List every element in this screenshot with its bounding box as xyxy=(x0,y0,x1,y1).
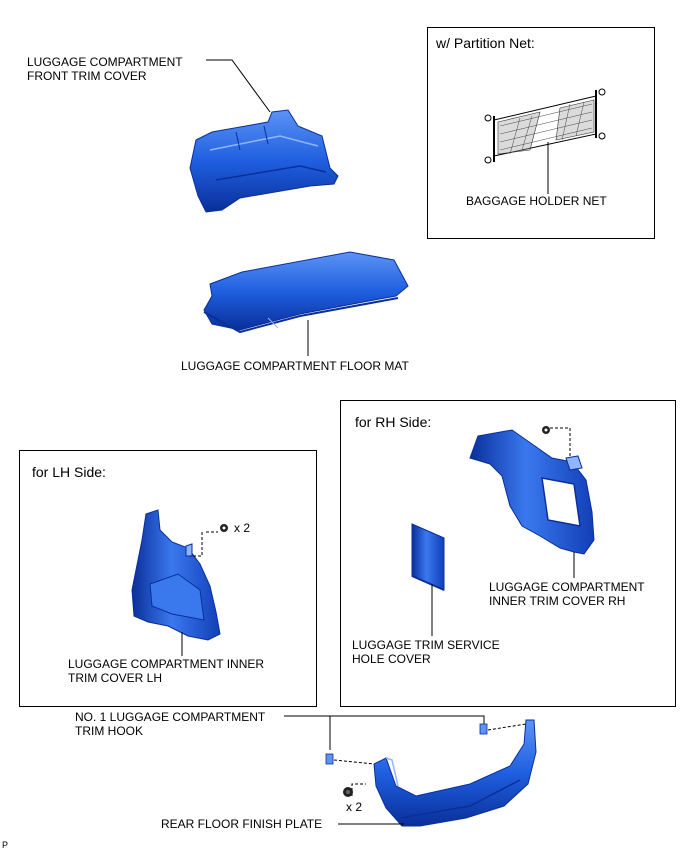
rh-side-box-title: for RH Side: xyxy=(355,414,432,430)
inner-trim-cover-lh-part xyxy=(131,509,221,641)
trim-hook-right-icon xyxy=(479,723,488,735)
rh-clip-dashline xyxy=(550,427,571,456)
rh-side-box: for RH Side: xyxy=(340,400,676,707)
baggage-holder-net-label: BAGGAGE HOLDER NET xyxy=(466,194,607,208)
partition-net-box-title: w/ Partition Net: xyxy=(436,35,535,51)
rear-floor-finish-plate-part xyxy=(373,719,537,827)
trim-hook-label-line2: TRIM HOOK xyxy=(75,724,143,738)
inner-trim-lh-label-line2: TRIM COVER LH xyxy=(68,671,163,685)
service-hole-label-line1: LUGGAGE TRIM SERVICE xyxy=(352,638,500,652)
front-trim-cover-leader xyxy=(206,59,271,113)
inner-trim-rh-label-line2: INNER TRIM COVER RH xyxy=(489,594,626,608)
rh-clip-icon xyxy=(542,426,550,434)
finish-plate-clip-quantity: x 2 xyxy=(346,800,363,814)
lh-clip-dashline xyxy=(190,532,203,557)
lh-clip-icon xyxy=(220,524,228,532)
corner-mark: P xyxy=(2,840,9,850)
lh-side-box: for LH Side: xyxy=(19,450,317,707)
inner-trim-lh-label-line1: LUGGAGE COMPARTMENT INNER xyxy=(68,657,265,671)
trim-hook-leader xyxy=(284,715,485,726)
floor-mat-label: LUGGAGE COMPARTMENT FLOOR MAT xyxy=(181,359,409,373)
service-hole-label-line2: HOLE COVER xyxy=(352,652,431,666)
rear-floor-finish-plate-label: REAR FLOOR FINISH PLATE xyxy=(161,817,323,831)
lh-side-box-title: for LH Side: xyxy=(32,464,106,480)
lh-clip-quantity: x 2 xyxy=(234,521,251,535)
front-trim-cover-label-line2: FRONT TRIM COVER xyxy=(27,69,147,83)
floor-mat-part xyxy=(203,251,409,334)
trim-hook-left-icon xyxy=(325,753,334,765)
inner-trim-rh-label-line1: LUGGAGE COMPARTMENT xyxy=(489,580,645,594)
service-hole-cover-part xyxy=(411,523,445,591)
front-trim-cover-label-line1: LUGGAGE COMPARTMENT xyxy=(27,55,183,69)
inner-trim-cover-rh-part xyxy=(469,429,595,555)
front-trim-cover-part xyxy=(189,109,339,213)
finish-plate-clip-icon xyxy=(343,787,353,797)
trim-hook-label-line1: NO. 1 LUGGAGE COMPARTMENT xyxy=(75,710,266,724)
